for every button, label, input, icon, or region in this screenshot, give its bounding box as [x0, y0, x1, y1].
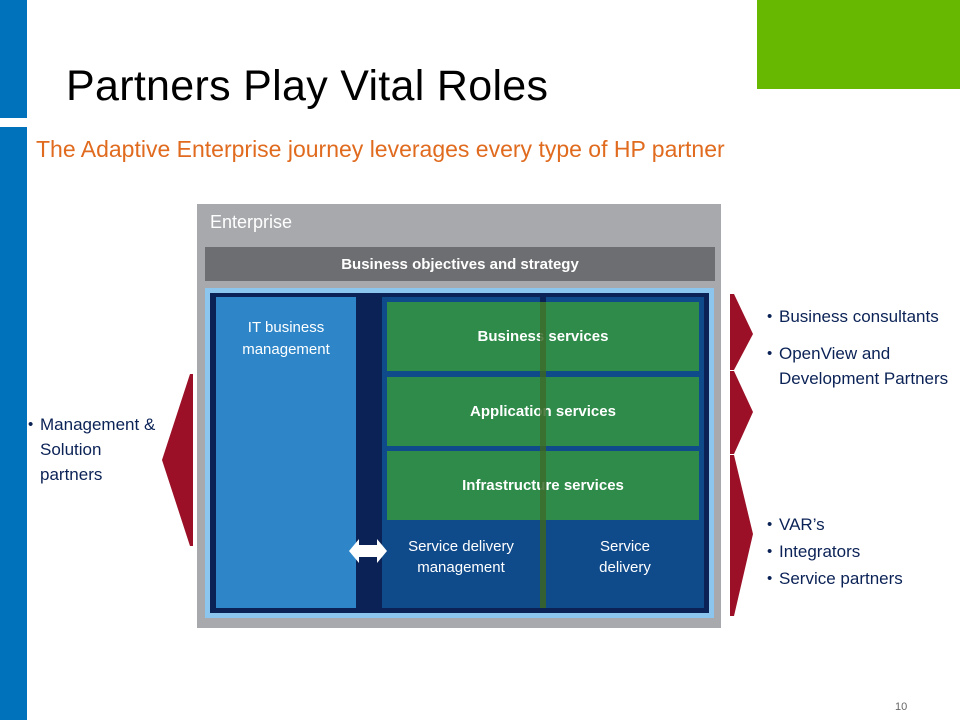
enterprise-label: Enterprise — [210, 212, 293, 232]
left-partner-item: Management & Solution partners — [28, 412, 168, 487]
column-divider-overlap — [540, 302, 546, 608]
green-accent-block — [757, 0, 960, 89]
it-business-management-box: IT business management — [216, 297, 356, 608]
page-number: 10 — [895, 701, 908, 713]
business-objectives-bar: Business objectives and strategy — [205, 247, 715, 281]
left-accent-bar-bottom — [0, 127, 27, 720]
double-arrow-icon — [349, 539, 387, 563]
partner-item-vars: VAR’s — [767, 512, 957, 537]
partner-item-integrators: Integrators — [767, 539, 957, 564]
it-business-management-label: IT business management — [242, 319, 330, 358]
left-bracket-arrow-icon — [162, 374, 193, 546]
service-delivery-management-label: Service delivery management — [408, 538, 514, 576]
service-delivery-label: Service delivery — [599, 538, 651, 576]
slide-subtitle: The Adaptive Enterprise journey leverage… — [36, 136, 725, 162]
partner-item-service-partners: Service partners — [767, 566, 957, 591]
right-partner-list-top: Business consultants OpenView and Develo… — [767, 304, 957, 391]
partner-item-openview: OpenView and Development Partners — [767, 341, 957, 391]
partner-item-business-consultants: Business consultants — [767, 304, 957, 329]
left-partner-list: Management & Solution partners — [28, 412, 168, 487]
slide-title: Partners Play Vital Roles — [66, 62, 549, 110]
left-accent-bar-top — [0, 0, 27, 118]
right-bracket-arrows-icon — [730, 294, 753, 616]
right-partner-list-bottom: VAR’s Integrators Service partners — [767, 512, 957, 591]
